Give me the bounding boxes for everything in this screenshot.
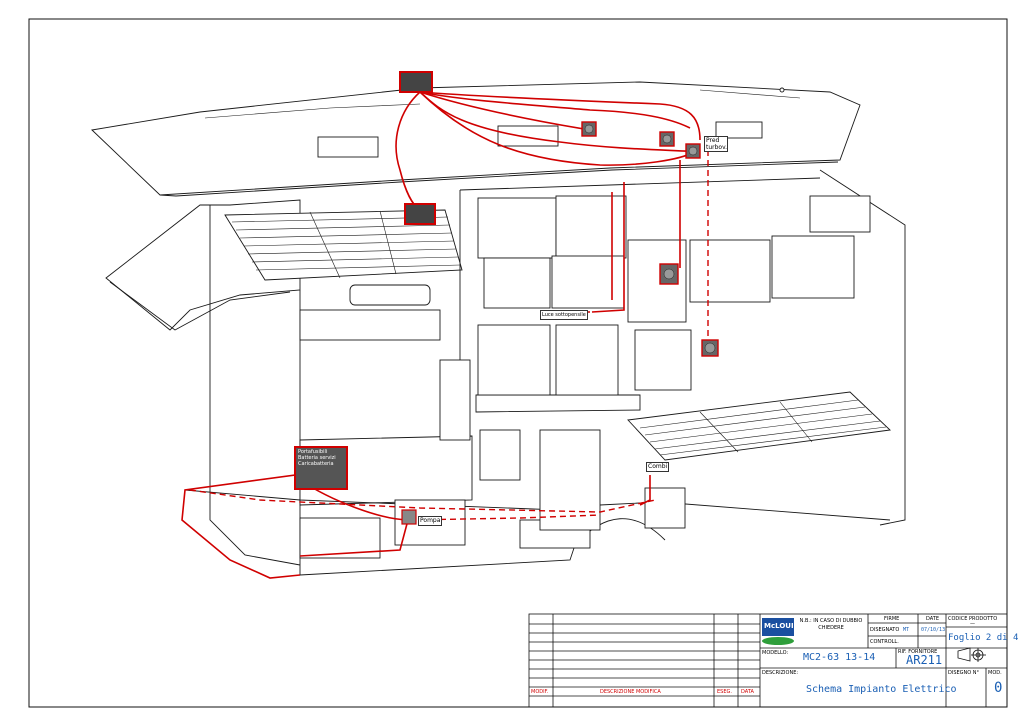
company-logo-text: McLOUIS	[764, 622, 799, 630]
battery-area-photo: Portafusibili Batteria servizi Caricabat…	[294, 446, 348, 490]
bed-slats-right	[639, 399, 887, 456]
modello-label: MODELLO:	[762, 650, 789, 656]
wall-panel-photo	[404, 203, 436, 225]
disegno-label: DISEGNO N°	[948, 670, 980, 676]
mod-value: 0	[994, 680, 1003, 696]
foglio-value: Foglio 2 di 4	[948, 633, 1019, 643]
rev-modif-label: MODIF.	[531, 689, 549, 695]
device-marker-centers	[584, 124, 716, 354]
date-label: DATE	[926, 616, 940, 622]
projection-symbol-icon	[957, 647, 986, 662]
roof-panel	[91, 81, 861, 197]
label-luce-sottopensile: Luce sottopensile	[540, 310, 588, 320]
disegnato-value: MT	[903, 627, 910, 633]
rev-eseg-label: ESEG.	[717, 689, 732, 695]
roof-panel-photo	[399, 71, 433, 93]
body-shell	[105, 169, 906, 576]
label-combi: Combi	[646, 462, 670, 472]
rev-desc-label: DESCRIZIONE MODIFICA	[600, 689, 661, 695]
date-value: 07/10/13	[921, 627, 946, 633]
company-logo	[762, 618, 794, 645]
codice-prodotto-label: CODICE PRODOTTO	[948, 616, 998, 622]
mod-label: MOD.	[988, 670, 1002, 676]
modello-value: MC2-63 13-14	[803, 652, 876, 663]
note-text: N.B.: IN CASO DI DUBBIO CHIEDERE	[799, 618, 863, 631]
label-pompa: Pompa	[418, 516, 443, 526]
wiring-dashed	[189, 150, 709, 521]
bed-slats-left	[231, 210, 461, 279]
pump-device	[401, 509, 417, 525]
rif-fornitore-label: RIF. FORNITORE	[898, 649, 938, 655]
codice-prodotto-value: —	[970, 621, 975, 627]
title-block-grid	[528, 613, 1008, 708]
label-pred-turbov: Pred turbov.	[704, 136, 728, 152]
drawing-border	[28, 18, 1008, 708]
rif-fornitore-value: AR211	[906, 653, 943, 667]
controll-label: CONTROLL.	[870, 639, 899, 645]
descrizione-label: DESCRIZIONE:	[762, 670, 799, 676]
rev-data-label: DATA	[741, 689, 754, 695]
disegnato-label: DISEGNATO	[870, 627, 900, 633]
firme-label: FIRME	[884, 616, 900, 622]
battery-area-caption: Portafusibili Batteria servizi Caricabat…	[298, 449, 336, 467]
descrizione-value: Schema Impianto Elettrico	[806, 684, 957, 695]
